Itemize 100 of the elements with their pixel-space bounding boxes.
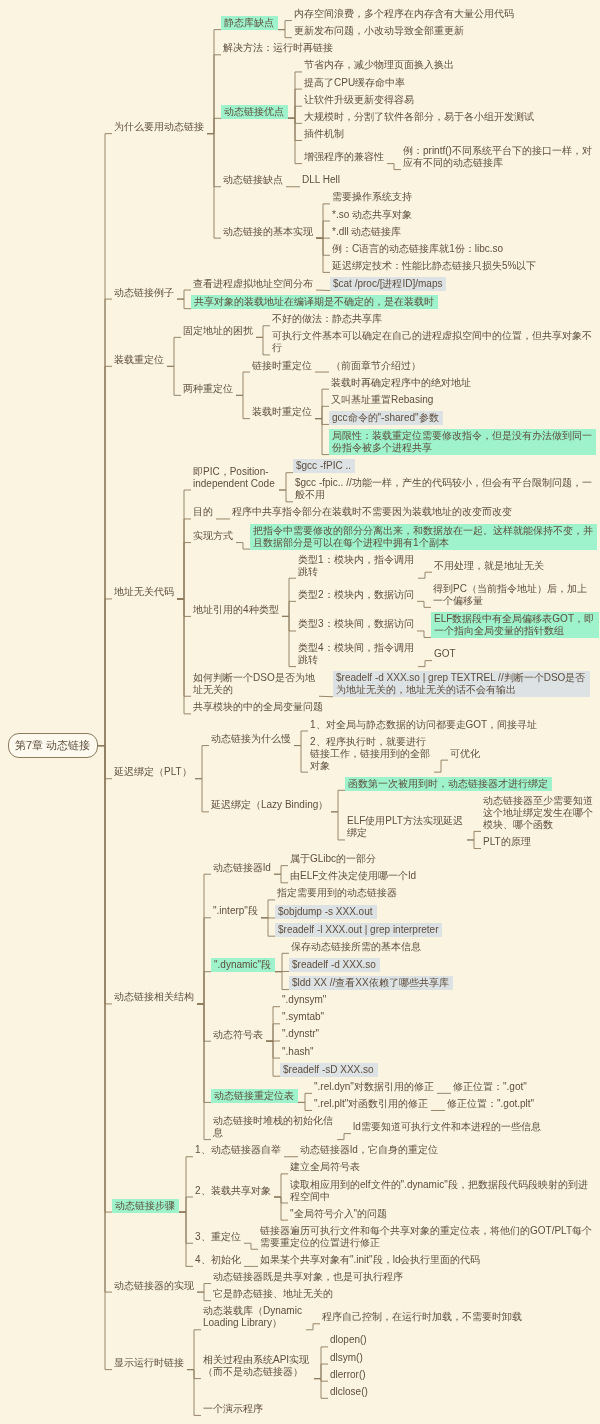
connector-line [314, 418, 330, 455]
connector-line [265, 1040, 281, 1077]
topic-label: 读取相应用到的elf文件的".dynamic"段，把数据段代码段映射的到进程空间中 [288, 1178, 592, 1204]
topic-label: 动态链接器既是共享对象，也是可执行程序 [211, 1271, 406, 1284]
connector-line [287, 117, 303, 165]
topic-label: 动态链接例子 [112, 286, 177, 300]
topic-label: 4、初始化 [193, 1253, 244, 1267]
connector-line [430, 1110, 446, 1111]
connector-line [255, 336, 271, 356]
connector-line [417, 571, 433, 579]
connector-line [166, 365, 182, 396]
topic-label: 内存空间浪费，多个程序在内存含有大量公用代码 [292, 8, 517, 22]
topic-label: 增强程序的兼容性 [302, 151, 387, 165]
connector-line [194, 778, 210, 813]
connector-line [178, 1211, 194, 1267]
connector-line [293, 745, 309, 773]
topic-label: 例：printf()不同系统平台下的接口一样，对应有不同的动态链接库 [401, 145, 596, 171]
topic-label: 不好的做法：静态共享库 [270, 313, 385, 327]
topic-label: 即PIC，Position-independent Code [191, 465, 279, 491]
command-box: $cat /proc/[进程ID]/maps [330, 277, 446, 291]
topic-label: 例：C语言的动态链接库就1份：libc.so [330, 242, 506, 256]
topic-label: ".rel.dyn"对数据引用的修正 [312, 1080, 437, 1094]
highlighted-topic: 动态链接优点 [221, 104, 288, 119]
topic-label: ".interp"段 [211, 905, 261, 919]
command-box: gcc命令的"-shared"参数 [329, 410, 443, 425]
topic-label: 让软件升级更新变得容易 [302, 93, 417, 107]
topic-label: 动态链接器ld [211, 861, 274, 875]
connector-line [215, 518, 231, 520]
topic-label: 保存动态链接所需的基本信息 [289, 940, 424, 954]
topic-label: 程序中共享指令部分在装载时不需要因为装载地址的改变而改变 [230, 506, 515, 520]
topic-label: 指定需要用到的动态链接器 [275, 887, 400, 901]
topic-label: 动态链接时堆栈的初始化信息 [211, 1115, 337, 1141]
topic-label: 动态链接为什么慢 [209, 733, 294, 747]
connector-line [186, 1369, 202, 1416]
connector-line [315, 289, 331, 291]
command-box: $readelf -d XXX.so [289, 957, 380, 972]
topic-label: 1、对全局与静态数据的访问都要走GOT，间接寻址 [308, 718, 540, 732]
connector-line [278, 489, 294, 503]
highlighted-topic: 函数第一次被用到时，动态链接器才进行绑定 [345, 776, 552, 791]
connector-line [313, 1378, 329, 1399]
topic-label: 相关过程由系统API实现（而不是动态链接器） [201, 1354, 314, 1380]
topic-label: 目的 [191, 506, 216, 520]
topic-label: 如何判断一个DSO是否为地址无关的 [191, 671, 319, 697]
topic-label: 它是静态链接、地址无关的 [211, 1288, 336, 1302]
topic-label: 一个演示程序 [201, 1402, 266, 1416]
command-box: $ldd XX //查看XX依赖了哪些共享库 [289, 976, 453, 991]
topic-label: $gcc -fpic.. //功能一样，产生的代码较小，但会有平台限制问题，一般不用 [293, 477, 596, 503]
topic-label: 属于GLibc的一部分 [288, 853, 379, 867]
connector-line [466, 839, 482, 849]
topic-label: GOT [432, 648, 459, 662]
command-box: $objdump -s XXX.out [275, 904, 377, 919]
connector-line [243, 1265, 259, 1267]
topic-label: 为什么要用动态链接 [112, 121, 207, 135]
highlighted-topic: 把指令中需要修改的部分分离出来，和数据放在一起。这样就能保持不变，并且数据部分是可以在每个进程中拥有1个副本 [250, 523, 597, 550]
connector-line [283, 1156, 299, 1158]
connector-line [318, 695, 334, 698]
topic-label: 修正位置：".got" [451, 1080, 530, 1094]
topic-label: 解决方法：运行时再链接 [221, 42, 336, 56]
connector-line [314, 371, 330, 373]
connector-line [196, 1003, 212, 1141]
topic-label: 延迟绑定（Lazy Binding） [209, 799, 331, 813]
topic-label: 动态链接器ld，它自身的重定位 [298, 1144, 441, 1158]
topic-label: 动态链接器的实现 [112, 1279, 197, 1293]
topic-label: 如果某个共享对象有".init"段，ld会执行里面的代码 [258, 1253, 483, 1267]
topic-label: 修正位置：".got.plt" [445, 1097, 537, 1111]
connector-line [274, 971, 290, 990]
topic-label: 2、程序执行时，就要进行链接工作，链接用到的全部对象 [308, 735, 434, 773]
topic-label: 由ELF文件决定使用哪一个ld [288, 870, 419, 884]
topic-label: 不用处理，就是地址无关 [432, 559, 547, 573]
topic-label: 装载重定位 [112, 353, 167, 367]
highlighted-topic: 动态链接步骤 [112, 1198, 179, 1213]
connector-line [416, 600, 432, 608]
topic-label: 建立全局符号表 [288, 1161, 363, 1175]
connector-line [176, 298, 192, 310]
topic-label: 延迟绑定（PLT） [112, 766, 195, 780]
highlighted-topic: 共享对象的装载地址在编译期是不确定的，是在装载时 [191, 295, 438, 310]
connector-line [416, 630, 432, 638]
topic-label: 需要操作系统支持 [330, 191, 415, 205]
connector-line [243, 1242, 259, 1250]
topic-label: 程序自己控制，在运行时加载，不需要时卸载 [320, 1311, 525, 1325]
connector-line [285, 186, 301, 188]
connector-line [330, 811, 346, 841]
command-box: $readelf -d XXX.so | grep TEXTREL //判断一个DSO是否为地址无关的，地址无关的话不会有输出 [333, 671, 590, 698]
topic-label: 查看进程虚拟地址空间分布 [191, 277, 316, 291]
highlighted-topic: 静态库缺点 [221, 16, 278, 31]
topic-label: 提高了CPU缓存命中率 [302, 76, 408, 90]
topic-label: 可执行文件基本可以确定在自己的进程虚拟空间中的位置，但共享对象不行 [270, 330, 596, 356]
topic-label: 动态链接器至少需要知道这个地址绑定发生在哪个模块、哪个函数 [481, 794, 597, 832]
command-box: $gcc -fPIC .. [293, 459, 355, 474]
topic-label: 链接时重定位 [250, 359, 315, 373]
connector-line [206, 133, 222, 239]
topic-label: 又叫基址重置Rebasing [329, 393, 436, 407]
topic-label: 节省内存，减少物理页面换入换出 [302, 59, 457, 73]
topic-label: dlsym() [328, 1351, 366, 1365]
topic-label: *.dll 动态链接库 [330, 225, 404, 239]
connector-line [297, 1101, 313, 1111]
topic-label: 类型4：模块间，指令调用跳转 [296, 642, 418, 668]
connector-line [260, 917, 276, 937]
topic-label: 1、动态链接器自举 [193, 1144, 284, 1158]
topic-label: ".dynstr" [280, 1028, 322, 1042]
